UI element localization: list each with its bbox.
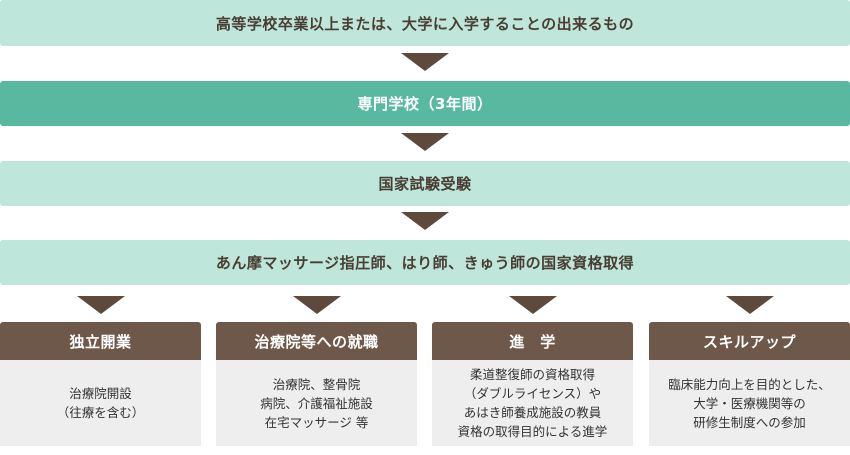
card-line: 柔道整復師の資格取得 [469,367,595,382]
career-card-skill-up: スキルアップ 臨床能力向上を目的とした、 大学・医療機関等の 研修生制度への参加 [649,322,850,446]
card-title: 治療院等への就職 [216,322,417,360]
career-card-employment: 治療院等への就職 治療院、整骨院 病院、介護福祉施設 在宅マッサージ 等 [216,322,417,446]
down-arrow-icon [509,296,557,314]
card-body: 臨床能力向上を目的とした、 大学・医療機関等の 研修生制度への参加 [649,360,850,446]
down-arrow-icon [77,296,125,314]
card-body: 柔道整復師の資格取得 （ダブルライセンス）や あはき師養成施設の教員 資格の取得… [432,360,633,446]
career-card-independent-practice: 独立開業 治療院開設 （往療を含む） [0,322,201,446]
card-body: 治療院、整骨院 病院、介護福祉施設 在宅マッサージ 等 [216,360,417,446]
card-line: （往療を含む） [56,405,145,420]
card-line: 研修生制度への参加 [693,414,806,430]
flow-step-national-exam: 国家試験受験 [0,161,850,206]
card-line: 治療院開設 [69,386,132,401]
card-line: 病院、介護福祉施設 [260,395,373,411]
card-line: 治療院、整骨院 [272,376,361,392]
flow-step-license-acquisition: あん摩マッサージ指圧師、はり師、きゅう師の国家資格取得 [0,240,850,285]
card-title: 独立開業 [0,322,201,360]
down-arrow-icon [401,53,449,71]
down-arrow-icon [293,296,341,314]
card-line: 大学・医療機関等の [693,395,806,411]
card-line: 資格の取得目的による進学 [457,424,608,439]
card-line: 臨床能力向上を目的とした、 [668,376,831,392]
card-title: スキルアップ [649,322,850,360]
down-arrow-icon [726,296,774,314]
flow-step-entry-requirement: 高等学校卒業以上または、大学に入学することの出来るもの [0,0,850,46]
card-title: 進 学 [432,322,633,360]
card-line: 在宅マッサージ 等 [264,414,369,430]
career-card-further-education: 進 学 柔道整復師の資格取得 （ダブルライセンス）や あはき師養成施設の教員 資… [432,322,633,446]
flow-step-vocational-school: 専門学校（3年間） [0,81,850,126]
card-body: 治療院開設 （往療を含む） [0,360,201,446]
card-line: （ダブルライセンス）や [463,386,602,401]
down-arrow-icon [401,212,449,230]
down-arrow-icon [401,133,449,151]
card-line: あはき師養成施設の教員 [463,405,602,420]
